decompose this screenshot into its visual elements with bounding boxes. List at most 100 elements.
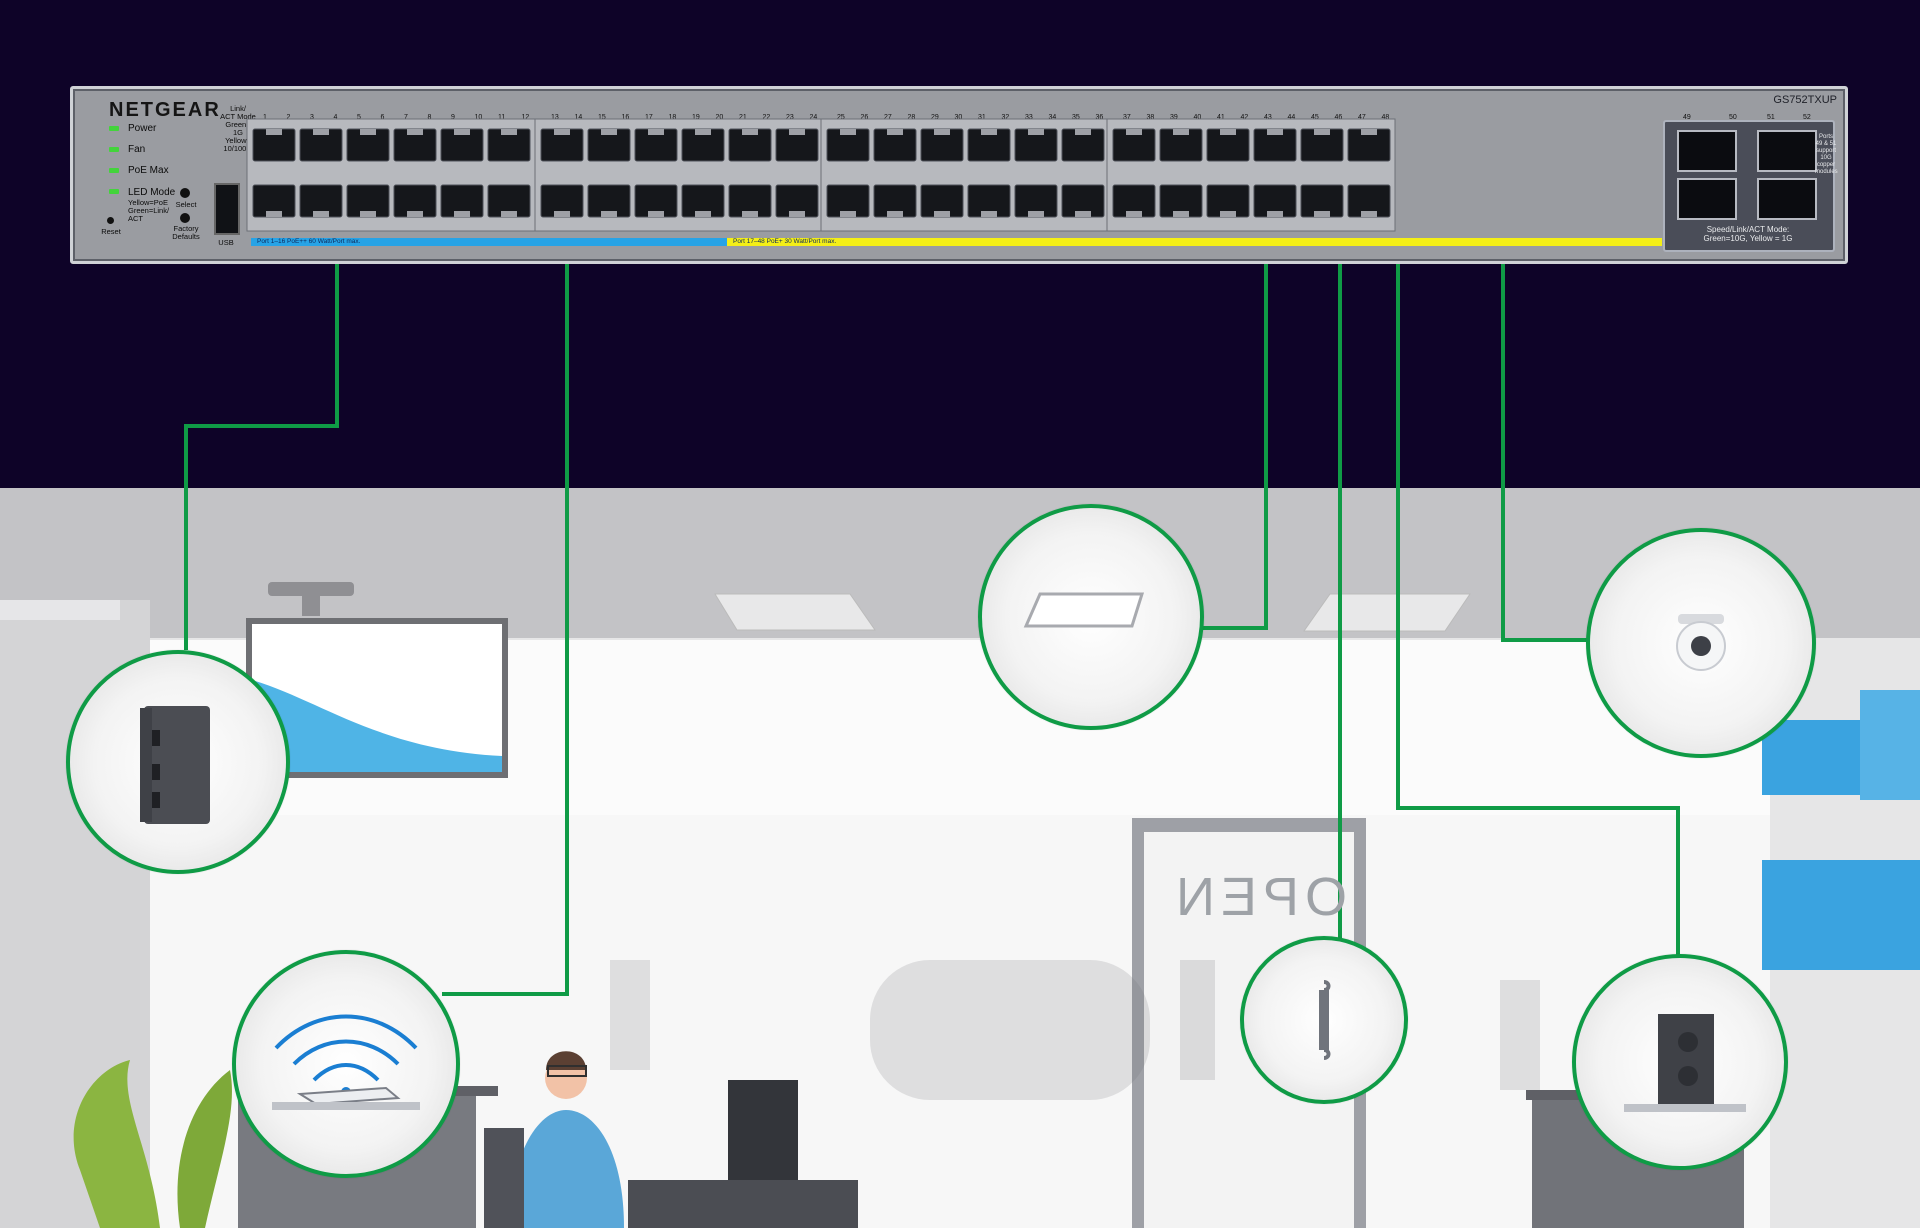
sfp-port-49[interactable] (1677, 130, 1737, 172)
fan-led-label: Fan (128, 144, 146, 155)
connector-lines (184, 218, 1680, 996)
reset-button[interactable] (107, 217, 114, 224)
rj45-port-latch-33 (1028, 129, 1044, 135)
rj45-port-latch-47 (1361, 129, 1377, 135)
rj45-port-latch-18 (648, 211, 664, 217)
network-switch: NETGEAR GS752TXUP Link/ ACT Mode Green= … (70, 86, 1848, 264)
port-number-45: 45 (1311, 114, 1319, 121)
rj45-port-latch-45 (1314, 129, 1330, 135)
poe-max-led-label: PoE Max (128, 165, 169, 176)
access-point-body (144, 706, 210, 824)
port-number-36: 36 (1095, 114, 1104, 121)
poe-max-led (109, 168, 119, 173)
desktop-speaker-icon (1624, 1014, 1746, 1112)
power-led-label: Power (128, 123, 157, 134)
rj45-port-latch-42 (1220, 211, 1236, 217)
connector-port-36 (1202, 218, 1268, 630)
access-point-port-a (152, 730, 160, 746)
rj45-port-latch-23 (789, 129, 805, 135)
rj45-port-latch-38 (1126, 211, 1142, 217)
port-number-40: 40 (1193, 114, 1202, 121)
sfp-note-line-2: 49 & 51 (1815, 141, 1837, 147)
rj45-port-latch-6 (360, 211, 376, 217)
port-number-10: 10 (474, 114, 483, 121)
port-number-48: 48 (1381, 114, 1390, 121)
speaker-body (1658, 1014, 1714, 1104)
tv-mount-pole (302, 594, 320, 616)
sfp-bottom-line-2: Green=10G, Yellow = 1G (1703, 234, 1793, 243)
security-camera-icon (1676, 614, 1726, 671)
port-number-20: 20 (715, 114, 724, 121)
port-number-28: 28 (907, 114, 916, 121)
port-number-19: 19 (692, 114, 700, 121)
port-number-46: 46 (1334, 114, 1343, 121)
door-handle-callout[interactable] (1240, 936, 1408, 1104)
factory-defaults-button[interactable] (180, 213, 190, 223)
router-table-top (272, 1102, 420, 1110)
person-silhouette-c (1500, 980, 1540, 1090)
access-point-side (140, 708, 152, 822)
port-number-37: 37 (1123, 114, 1131, 121)
sfp-note-line-3: support (1815, 148, 1836, 154)
router-body (296, 1086, 401, 1106)
security-camera-callout[interactable] (1586, 528, 1816, 758)
office-chair (484, 1128, 524, 1228)
speaker-woofer-bottom (1678, 1066, 1698, 1086)
door-handle-top (1323, 980, 1331, 992)
rj45-port-latch-36 (1075, 211, 1091, 217)
right-window-bottom (1762, 860, 1920, 970)
ceiling-light-left (714, 593, 876, 631)
car-silhouette (870, 960, 1150, 1100)
usb-label: USB (218, 238, 234, 247)
connector-port-12 (442, 218, 569, 996)
desktop-speaker-callout[interactable] (1572, 954, 1788, 1170)
factory-label: Factory (173, 224, 199, 233)
rj45-port-latch-46 (1314, 211, 1330, 217)
port-number-31: 31 (978, 114, 986, 121)
rj45-port-latch-28 (887, 211, 903, 217)
sfp-note-line-5: copper (1816, 162, 1836, 168)
port-number-42: 42 (1240, 114, 1249, 121)
ceiling-light-callout[interactable] (978, 504, 1204, 730)
sfp-module-block: Ports 49 & 51 support 10G copper modules… (1663, 120, 1838, 252)
port-number-1: 1 (263, 114, 267, 121)
port-number-43: 43 (1264, 114, 1272, 121)
rj45-port-latch-7 (407, 129, 423, 135)
rj45-port-latch-31 (981, 129, 997, 135)
port-number-8: 8 (427, 114, 432, 121)
select-button[interactable] (180, 188, 190, 198)
wireless-router-icon (272, 1014, 420, 1110)
wall-access-point-callout[interactable] (66, 650, 290, 874)
rj45-port-latch-15 (601, 129, 617, 135)
factory-defaults-label: Factory Defaults (171, 225, 201, 241)
ten-hundred-label: 10/100M (223, 144, 253, 153)
sfp-port-52[interactable] (1757, 178, 1817, 220)
sfp-port-51[interactable] (1757, 130, 1817, 172)
poe-plus-plus-bar (251, 238, 727, 246)
rj45-port-latch-8 (407, 211, 423, 217)
speaker-woofer-top (1678, 1032, 1698, 1052)
poe-plus-plus-text: Port 1–16 PoE++ 60 Watt/Port max. (257, 238, 361, 245)
port-number-11: 11 (498, 114, 506, 121)
port-number-13: 13 (551, 114, 559, 121)
act-mode-label: ACT Mode (220, 112, 256, 121)
door-open-sign: OPEN (1170, 867, 1348, 927)
rj45-port-latch-13 (554, 129, 570, 135)
usb-port[interactable] (214, 183, 240, 235)
led-mode-detail: Yellow=PoE Green=Link/ ACT (128, 199, 170, 223)
port-number-29: 29 (931, 114, 939, 121)
rj45-port-latch-29 (934, 129, 950, 135)
wireless-router-callout[interactable] (232, 950, 460, 1178)
rj45-port-latch-9 (454, 129, 470, 135)
rj45-port-latch-32 (981, 211, 997, 217)
led-mode-detail-3: ACT (128, 214, 143, 223)
port-number-21: 21 (739, 114, 747, 121)
plant-right (177, 1070, 232, 1228)
led-mode-label: LED Mode (128, 187, 176, 198)
sfp-port-50[interactable] (1677, 178, 1737, 220)
access-point-port-b (152, 764, 160, 780)
person-silhouette-b (1180, 960, 1215, 1080)
tv-wave (252, 680, 502, 772)
rj45-port-latch-39 (1173, 129, 1189, 135)
